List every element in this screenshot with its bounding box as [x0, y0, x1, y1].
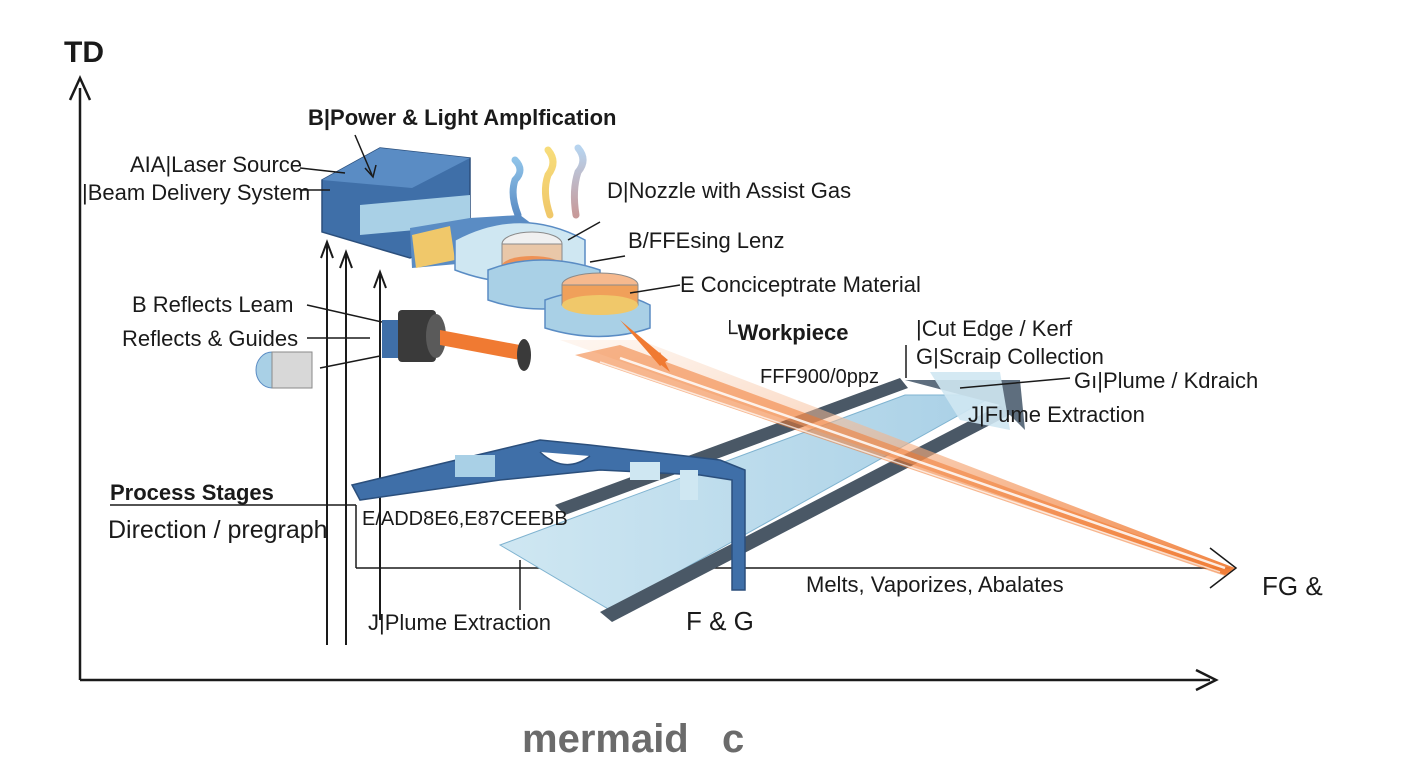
vertical-arrows — [320, 239, 387, 645]
label-focusing-lens: B/FFEsing Lenz — [628, 228, 785, 253]
label-direction: Direction / pregraph — [108, 516, 328, 544]
label-beam-delivery: |Beam Delivery System — [82, 180, 310, 205]
label-plume-extraction: J|Plume Extraction — [368, 610, 551, 635]
label-workpiece: └Workpiece — [722, 319, 848, 345]
mermaid-logo: mermaid ϲ — [522, 717, 744, 761]
label-concentrate-material: E Conciceptrate Material — [680, 272, 921, 297]
y-axis-arrow-icon — [68, 74, 92, 101]
label-laser-source: AIA|Laser Source — [130, 152, 302, 177]
leader-lines — [299, 134, 1071, 389]
label-plume-kdraich: Gı|Plume / Kdraich — [1074, 368, 1258, 393]
label-fg-right: FG & — [1262, 571, 1323, 601]
assist-gas-plumes — [509, 144, 587, 219]
label-code-mid: E/ADD8E6,E87CEEBB — [362, 508, 568, 530]
label-f-and-g: F & G — [686, 606, 754, 636]
lens-assembly — [454, 221, 670, 372]
label-cut-edge: |Cut Edge / Kerf — [916, 316, 1073, 341]
label-reflects-guides: Reflects & Guides — [122, 326, 298, 351]
process-connectors — [110, 504, 1238, 610]
y-axis-title: TD — [64, 36, 104, 69]
label-melts: Melts, Vaporizes, Abalates — [806, 572, 1064, 597]
label-code-top: FFF900/0ppz — [760, 366, 879, 388]
laser-beam — [560, 340, 1235, 576]
label-power-amplification: B|Power & Light Amplfication — [308, 105, 616, 130]
label-process-stages: Process Stages — [110, 480, 274, 505]
logo-mark-icon: ϲ — [722, 717, 744, 761]
labels: B|Power & Light Amplfication AIA|Laser S… — [82, 105, 1323, 636]
axes: TD — [64, 36, 1219, 692]
label-fume-extraction: J|Fume Extraction — [968, 402, 1145, 427]
reflector-components — [255, 310, 531, 389]
label-scrap-collection: G|Scraip Collection — [916, 344, 1104, 369]
x-axis-arrow-icon — [1195, 668, 1219, 692]
label-nozzle: D|Nozzle with Assist Gas — [607, 178, 851, 203]
workpiece-frame — [350, 439, 746, 591]
logo-text: mermaid — [522, 717, 689, 761]
label-reflects-leam: B Reflects Leam — [132, 292, 293, 317]
